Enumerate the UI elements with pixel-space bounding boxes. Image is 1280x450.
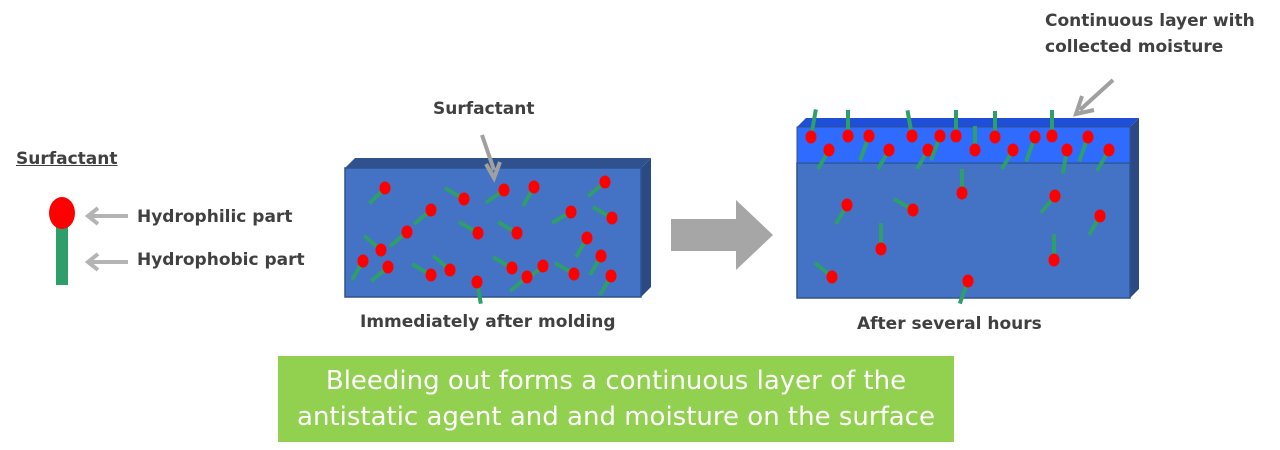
layer-pointer-arrow-icon <box>1072 78 1115 117</box>
surfactant-molecule <box>368 181 391 205</box>
surfactant-molecule <box>842 110 854 143</box>
hydrophilic-arrow-icon <box>84 206 128 226</box>
surfactant-molecule <box>929 129 946 162</box>
surfactant-molecule <box>957 274 974 305</box>
legend-title: Surfactant <box>16 149 118 169</box>
surfactant-molecule <box>989 111 1001 144</box>
surfactant-molecule <box>388 225 413 248</box>
surfactant-molecule <box>805 109 818 144</box>
surfactant-molecule <box>521 180 540 208</box>
surfactant-molecule <box>905 110 918 143</box>
surfactant-molecule <box>1060 143 1073 174</box>
surfactant-molecule <box>484 183 510 205</box>
surfactant-molecule <box>574 231 593 259</box>
surfactant-molecule <box>369 260 394 283</box>
surfactant-molecule <box>491 255 518 275</box>
left-block-side <box>641 158 651 297</box>
surfactant-molecule <box>1048 234 1060 267</box>
surfactant-molecule <box>362 234 387 257</box>
surfactant-molecule <box>875 223 887 256</box>
layer-label: Continuous layer with collected moisture <box>1045 9 1255 60</box>
surfactant-molecule <box>412 203 437 226</box>
surfactant-molecule <box>508 270 533 293</box>
surfactant-molecule <box>950 110 962 143</box>
surfactant-molecule <box>956 169 968 200</box>
surfactant-molecule <box>588 249 607 277</box>
surfactant-molecule <box>1087 209 1106 237</box>
banner-line2: antistatic agent and and moisture on the… <box>297 402 935 432</box>
hydrophilic-label: Hydrophilic part <box>137 207 293 227</box>
surfactant-molecule <box>1000 143 1019 171</box>
surfactant-molecule <box>443 186 470 206</box>
surfactant-molecule <box>915 143 934 171</box>
surfactant-pointer-arrow-icon <box>480 134 502 183</box>
surfactant-molecule <box>350 254 369 282</box>
left-caption: Immediately after molding <box>360 312 616 332</box>
summary-banner: Bleeding out forms a continuous layer of… <box>278 356 954 442</box>
surfactant-molecule <box>969 126 981 157</box>
surfactant-molecule <box>591 205 618 225</box>
surfactant-molecule <box>876 143 895 171</box>
surfactant-molecule <box>1039 189 1061 215</box>
legend-arrows <box>84 206 128 272</box>
surfactant-molecule <box>598 269 617 297</box>
process-arrow-icon <box>671 200 773 270</box>
hydrophobic-arrow-icon <box>84 252 128 272</box>
surfactant-molecule <box>858 129 875 162</box>
surfactant-molecule <box>816 143 835 171</box>
surfactant-molecule <box>1046 110 1058 143</box>
surfactant-molecule <box>553 261 580 281</box>
hydrophobic-label: Hydrophobic part <box>137 250 305 270</box>
left-molecules <box>350 175 618 305</box>
right-block-side <box>1130 118 1139 298</box>
right-molecules <box>805 109 1115 305</box>
surfactant-molecule <box>1095 143 1115 172</box>
legend-tail <box>56 225 68 285</box>
surfactant-molecule <box>431 254 456 277</box>
surfactant-molecule <box>892 197 919 217</box>
layer-label-line1: Continuous layer with <box>1045 11 1255 31</box>
surfactant-molecule <box>471 275 483 305</box>
surfactant-molecule <box>550 205 577 225</box>
surfactant-molecule <box>457 220 484 240</box>
surfactant-molecule <box>586 175 611 198</box>
surfactant-molecule <box>410 262 437 282</box>
banner-line1: Bleeding out forms a continuous layer of… <box>325 366 907 396</box>
surfactant-molecule <box>1024 130 1041 163</box>
legend-molecule <box>49 197 75 285</box>
right-caption: After several hours <box>857 314 1042 334</box>
surfactant-pointer-label: Surfactant <box>433 99 535 119</box>
surfactant-molecule <box>834 198 853 226</box>
surfactant-molecule <box>496 220 523 240</box>
layer-label-line2: collected moisture <box>1045 36 1224 57</box>
surfactant-molecule <box>813 261 838 284</box>
legend-head <box>49 197 75 229</box>
surfactant-molecule <box>1077 130 1094 163</box>
